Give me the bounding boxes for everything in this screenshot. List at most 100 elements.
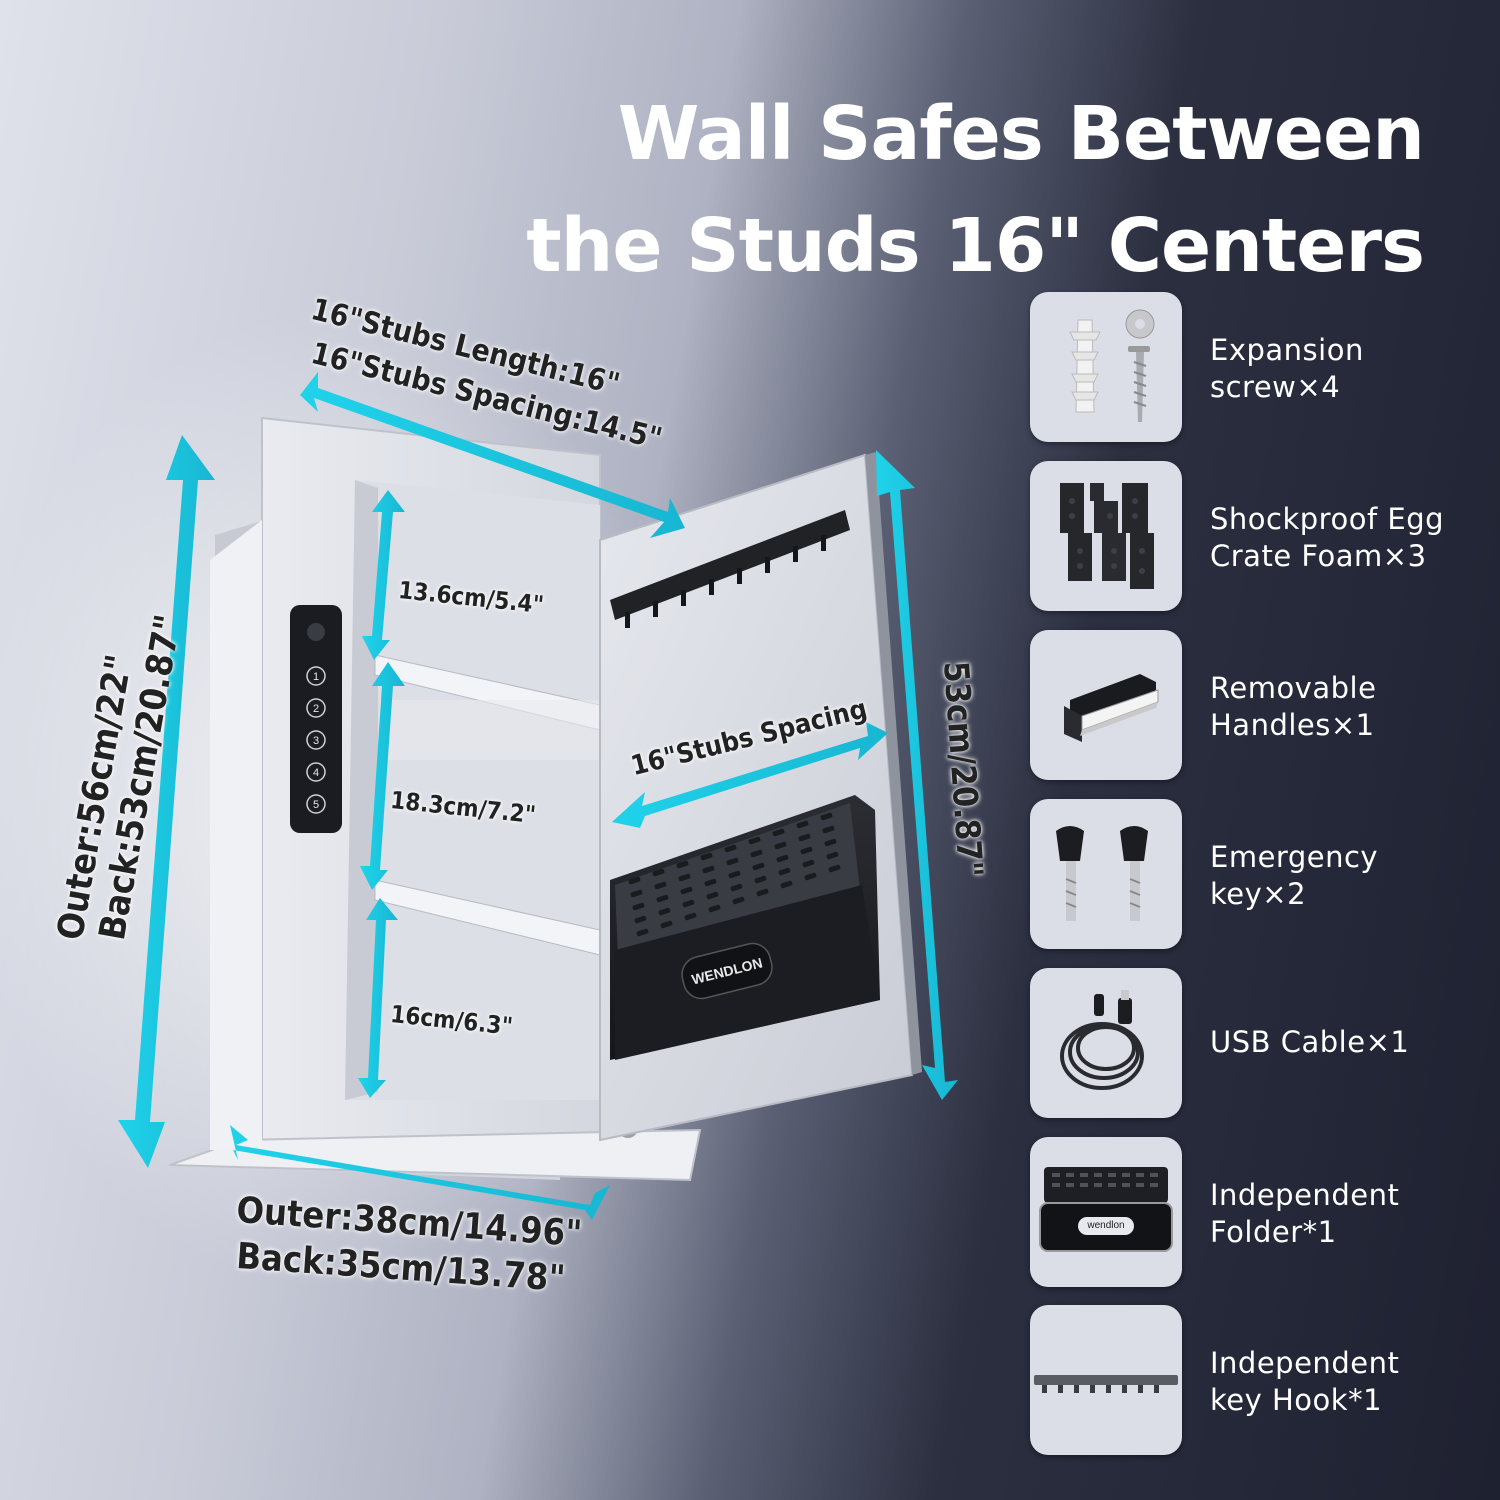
folder-vent: [730, 883, 743, 892]
safe-interior: [345, 480, 601, 1100]
folder-vent: [732, 896, 745, 905]
folder-vent: [804, 872, 817, 881]
accessory-label-2: key Hook*1: [1210, 1383, 1383, 1417]
hook-tooth: [709, 579, 714, 595]
folder-vent: [726, 857, 739, 866]
dimension-arrows: [118, 372, 958, 1220]
folder-vent: [682, 899, 695, 908]
folder-vent: [656, 894, 669, 903]
folder-vent: [702, 865, 715, 874]
folder-vent: [826, 851, 839, 860]
folder-vent: [628, 876, 641, 885]
folder-vent: [658, 907, 671, 916]
folder-vent: [802, 859, 815, 868]
accessory-label-1: Emergency: [1210, 840, 1379, 874]
keypad-key-label: 2: [313, 703, 319, 715]
folder-vent: [678, 873, 691, 882]
keypad-key-label: 4: [313, 767, 319, 779]
keypad-buttons: 1 2 3 4 5: [306, 666, 326, 814]
keypad: [290, 605, 342, 833]
folder-vent: [728, 870, 741, 879]
accessory-label-2: Handles×1: [1210, 708, 1375, 742]
title-line-2: the Studs 16" Centers: [526, 203, 1425, 289]
accessory-item: Expansion screw×4: [1030, 292, 1500, 442]
keypad-key: [306, 666, 326, 686]
title-line-1: Wall Safes Between: [617, 91, 1425, 177]
accessory-item: Emergency key×2: [1030, 799, 1500, 949]
accessory-label-1: USB Cable×1: [1210, 1025, 1410, 1059]
folder-vent: [800, 846, 813, 855]
keypad-key: [306, 762, 326, 782]
folder-vent: [750, 849, 763, 858]
accessory-label-1: Independent: [1210, 1346, 1400, 1380]
folder-vent: [632, 902, 645, 911]
folder-vent: [780, 880, 793, 889]
folder-vent: [772, 828, 785, 837]
accessory-label-1: Expansion: [1210, 333, 1364, 367]
folder-icon: wendlon: [1030, 1137, 1182, 1287]
accessory-item: USB Cable×1: [1030, 968, 1500, 1118]
hook-tooth: [793, 546, 798, 562]
folder-vent: [634, 915, 647, 924]
folder-vent: [776, 854, 789, 863]
folder-vent: [798, 833, 811, 842]
folder-vent: [748, 836, 761, 845]
folder-vent: [822, 825, 835, 834]
usb-cable-icon: [1030, 968, 1182, 1118]
folder-vent: [660, 920, 673, 929]
hook-tooth: [821, 535, 826, 551]
folder-vent: [652, 868, 665, 877]
door-key-hook: [610, 510, 850, 628]
folder-vent: [724, 844, 737, 853]
folder-vent: [828, 864, 841, 873]
folder-vent: [684, 912, 697, 921]
accessory-label-2: Crate Foam×3: [1210, 539, 1427, 573]
accessory-label-1: Shockproof Egg: [1210, 502, 1445, 536]
folder-vent: [796, 820, 809, 829]
folder-vent: [680, 886, 693, 895]
keypad-key-label: 3: [313, 735, 319, 747]
folder-vent: [708, 904, 721, 913]
folder-vent: [778, 867, 791, 876]
key-hook-icon: [1030, 1305, 1182, 1455]
keypad-key: [306, 794, 326, 814]
accessory-label-2: Folder*1: [1210, 1215, 1337, 1249]
accessory-label-2: key×2: [1210, 877, 1307, 911]
folder-vent: [704, 878, 717, 887]
egg-crate-foam-icon: [1030, 461, 1182, 611]
hook-tooth: [765, 557, 770, 573]
page-title: Wall Safes Between the Studs 16" Centers: [526, 78, 1425, 302]
folder-vent: [630, 889, 643, 898]
folder-vent: [756, 888, 769, 897]
folder-vent: [700, 852, 713, 861]
folder-vent: [636, 928, 649, 937]
accessory-item: Shockproof Egg Crate Foam×3: [1030, 461, 1500, 611]
removable-handle-icon: [1030, 630, 1182, 780]
folder-vent: [676, 860, 689, 869]
hook-tooth: [653, 601, 658, 617]
accessory-label-2: screw×4: [1210, 370, 1341, 404]
folder-vent: [654, 881, 667, 890]
hook-tooth: [737, 568, 742, 584]
hook-tooth: [681, 590, 686, 606]
accessory-label-1: Independent: [1210, 1178, 1400, 1212]
folder-vent: [754, 875, 767, 884]
accessory-label-1: Removable: [1210, 671, 1377, 705]
keypad-key: [306, 730, 326, 750]
accessory-item: wendlon Independent Folder*1: [1030, 1137, 1500, 1287]
accessory-item: Removable Handles×1: [1030, 630, 1500, 780]
folder-vent: [820, 812, 833, 821]
keypad-key-label: 5: [313, 799, 319, 811]
folder-vent: [752, 862, 765, 871]
door-folder: [610, 795, 880, 1060]
keypad-key: [306, 698, 326, 718]
folder-vent: [774, 841, 787, 850]
accessory-item: Independent key Hook*1: [1030, 1305, 1500, 1455]
folder-vent: [706, 891, 719, 900]
expansion-screw-icon: [1030, 292, 1182, 442]
emergency-key-icon: [1030, 799, 1182, 949]
folder-vent: [824, 838, 837, 847]
keypad-key-label: 1: [313, 671, 319, 683]
hook-tooth: [625, 612, 630, 628]
